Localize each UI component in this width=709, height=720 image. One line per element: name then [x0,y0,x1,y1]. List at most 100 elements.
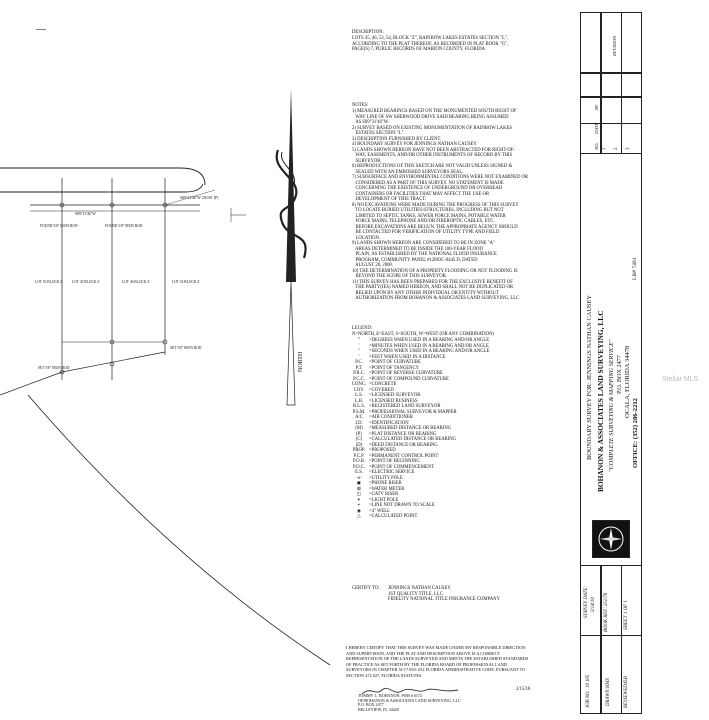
note-line: 7) SUBSURFACE AND ENVIRONMENTAL CONDITIO… [352,175,529,180]
legend-text: =LINE NOT DRAWN TO SCALE [369,503,435,508]
legend-text: =FEET WHEN USED IN A DISTANCE [369,354,446,360]
legend-symbol: L.B. [354,398,364,404]
legend-item: (M)=MEASURED DISTANCE OR BEARING [352,426,489,432]
company-tagline: "COMPLETE SURVEYING & MAPPING SERVICE" [608,339,615,473]
reviewed-label: REVIEWED: [624,682,629,708]
book-ref: 251/78 [604,592,609,606]
legend-item: ✶=LIGHT POLE [352,498,489,504]
legend-text: =CALCULATED POINT [369,514,418,519]
legend-item: ◉=4" WELL [352,509,489,515]
book-ref-label: BOOK REF.: [604,606,609,632]
legend-item: P.C.C.=POINT OF COMPOUND CURVATURE [352,377,489,383]
legend-item: PROP.=PROPOSED [352,448,489,454]
legend-symbol: R.L.S. [352,404,366,409]
note-line: ESTATES SECTION "L". [352,131,405,136]
note-line: AS S89°31'46"W. [352,120,389,125]
signature [361,687,459,695]
note-line: 2) SURVEY BASED ON EXISTING MONUMENTATIO… [352,125,512,131]
legend-item: P.O.B.=POINT OF BEGINNING [352,459,489,465]
legend-item: P.C.P.=PERMANENT CONTROL POINT [352,454,489,460]
legend-text: =WATER METER [369,486,405,492]
certification-line: SECTION 472.027, FLORIDA STATUTES. [346,672,423,678]
revision-date-header: DATE [594,122,599,134]
legend-item: L.B.=LICENSED BUSINESS [352,399,489,405]
note-line: AUTHORIZATION FROM BOHANON & ASSOCIATES … [352,296,520,301]
note-line: BEYOND THE SCOPE OF THIS SURVEYOR. [352,274,447,279]
legend-symbol: P.O.C. [352,464,366,470]
legend-text: =DEED DISTANCE OR BEARING [369,442,438,448]
survey-date: 2/14/18 [591,597,596,612]
legend-item: (D)=DEED DISTANCE OR BEARING [352,443,489,449]
legend-item: R.L.S.=REGISTERED LAND SURVEYOR [352,404,489,410]
legend-item: E.S.=ELECTRIC SERVICE [352,470,489,476]
survey-drawing [0,88,331,666]
legend-symbol: P.R.C. [353,371,365,376]
legend-directions: N=NORTH, E=EAST, S=SOUTH, W=WEST (OR ANY… [352,332,495,337]
note-line: THE PARTY(IES) NAMED HEREON, AND SHALL N… [352,285,514,290]
note-line: DEVELOPMENT OF THIS TRACT. [352,197,427,202]
drawn-label: DRAWN: [606,688,611,706]
legend-symbol: P.S.M. [352,409,366,415]
company-name: BOHANON & ASSOCIATES LAND SURVEYING, LLC [596,310,605,492]
legend-text: =IDENTIFICATION [369,420,409,426]
legend-item: '=MINUTES WHEN USED IN A BEARING AND/OR … [352,344,489,350]
legend-text: =PROFESSIONAL SURVEYOR & MAPPER [369,409,457,415]
drawn: HMS [606,678,611,688]
note-line: AREAS DETERMINED TO BE INSIDE THE 100-YE… [352,246,483,252]
top-marker: — [36,24,46,35]
certify-party: JENNINGS NATHAN CAUSEY [388,586,451,591]
note-line: RELIED UPON BY ANY OTHER INDIVIDUAL OR E… [352,290,499,296]
note-line: FORCE MAINS, TELEPHONE AND/OR FIBEROPTIC… [352,219,495,224]
description-line: LOTS 45, 46, 53, 54, BLOCK "Z", RAINBOW … [352,36,509,41]
legend-text: =PLAT DISTANCE OR BEARING [369,431,437,437]
sheet: 1 OF 1 [624,600,629,614]
note-line: WAY, EASEMENTS, AND/OR OTHER INSTRUMENTS… [352,153,513,158]
legend-symbol: ▣ [356,481,362,486]
notes-title: NOTES: [352,103,369,108]
legend-text: =POINT OF COMPOUND CURVATURE [369,376,449,382]
certification-line: I HEREBY CERTIFY THAT THIS SURVEY WAS MA… [346,645,526,650]
legend-text: =LICENSED SURVEYOR [369,393,421,398]
job-info-table [580,565,642,714]
legend-text: =POINT OF BEGINNING [369,459,420,464]
revision-table [580,12,642,154]
legend-text: =4" WELL [369,508,391,514]
legend-item: ▣ =PHONE RISER [352,481,489,487]
legend-item: '=FEET WHEN USED IN A DISTANCE [352,355,489,361]
legend-symbol: PROP. [352,448,366,453]
legend-item: I.D.=IDENTIFICATION [352,421,489,427]
signer-block: TOMMY L. BOHANON, PSM # 6172 OF/BOHANON … [358,693,461,712]
legend-item: ≁=LINE NOT DRAWN TO SCALE [352,503,489,509]
legend-item: CONC.=CONCRETE [352,382,489,388]
legend-list: °=DEGREES WHEN USED IN A BEARING AND/OR … [352,338,490,520]
legend-text: =POINT OF REVERSE CURVATURE [369,371,443,376]
note-line: TO LOCATE BURIED UTILITIES/STRUCTURES, I… [352,208,504,213]
certify-label: CERTIFY TO: [352,586,380,591]
legend-text: =AIR CONDITIONER [369,415,413,420]
legend-text: =REGISTERED LAND SURVEYOR [369,404,441,409]
company-logo [592,520,630,558]
legend-symbol: (P) [356,431,362,437]
note-line: CONSIDERED AS A PART OF THIS SURVEY. NO … [352,180,504,186]
note-line: 9) LANDS SHOWN HEREON ARE CONSIDERED TO … [352,241,495,246]
corner-label: SET 5/8" IRON ROD [170,346,202,350]
survey-date-label: SURVEY DATE: [584,586,589,618]
lot-label: LOT 54 BLOCK Z [172,280,200,284]
legend-item: -o-=UTILITY POLE [352,476,489,482]
legend-symbol: E.S. [355,470,363,475]
note-line: LOCATION. [352,235,381,241]
legend-text: =PHONE RISER [369,481,402,486]
legend-text: =PERMANENT CONTROL POINT [369,453,439,459]
signer-line: P.O. BOX 2477 [358,702,384,708]
certify-party: 1ST QUALITY TITLE, LLC [388,591,443,597]
survey-title: BOUNDARY SURVEY FOR: JENNINGS NATHAN CAU… [586,294,593,460]
legend-symbol: P.O.B. [352,459,366,464]
legend-item: ⊠=WATER METER [352,487,489,493]
legend-symbol: ✶ [357,497,361,503]
sheet-label: SHEET [624,615,629,630]
notes-list: 1) MEASURED BEARINGS BASED ON THE MONUME… [352,109,528,302]
corner-label: FOUND 5/8" IRON ROD [105,224,143,228]
signer-line: TOMMY L. BOHANON, PSM # 6172 [358,693,423,698]
lot-label: LOT 53 BLOCK Z [35,280,63,284]
revision-by-header: BY [594,104,599,110]
